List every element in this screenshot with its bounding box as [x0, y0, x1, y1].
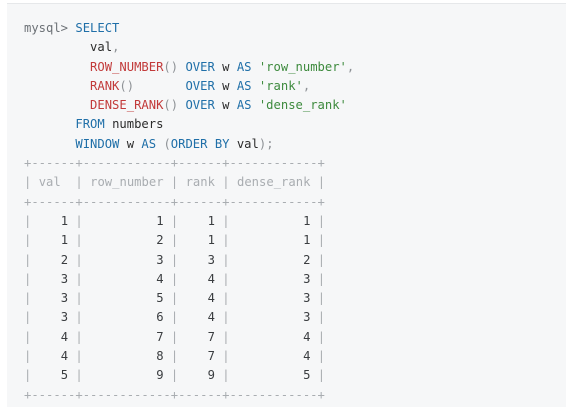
table-border: +------+------------+------+------------… — [24, 194, 325, 209]
code-token-plain — [24, 79, 90, 93]
table-row-text: | 4 | 7 | 7 | 4 | — [24, 329, 326, 344]
code-token-str: 'row_number' — [258, 59, 347, 74]
result-separator-top: +------+------------+------+------------… — [24, 154, 354, 173]
code-token-plain — [24, 137, 75, 151]
table-row-text: | 3 | 5 | 4 | 3 | — [24, 291, 326, 306]
code-token-plain — [24, 60, 90, 74]
code-token-plain — [252, 98, 259, 112]
code-token-plain: val — [24, 40, 113, 55]
table-row: | 1 | 2 | 1 | 1 | — [24, 231, 354, 250]
code-token-kw: FROM — [75, 117, 105, 132]
query-line: mysql> SELECT — [24, 19, 354, 38]
query-line: DENSE_RANK() OVER w AS 'dense_rank' — [24, 96, 354, 115]
query-line: val, — [24, 38, 354, 57]
code-token-plain — [24, 117, 75, 131]
code-token-kw: ORDER BY — [170, 136, 230, 151]
query-line: FROM numbers — [24, 115, 354, 134]
result-separator-bottom: +------+------------+------+------------… — [24, 386, 354, 405]
table-row: | 4 | 8 | 7 | 4 | — [24, 347, 354, 366]
code-token-kw: AS — [236, 78, 252, 93]
table-row: | 3 | 5 | 4 | 3 | — [24, 289, 354, 308]
code-token-plain — [252, 79, 259, 93]
code-token-kw: AS — [141, 136, 157, 151]
query-line: RANK() OVER w AS 'rank', — [24, 77, 354, 96]
code-token-punc: , — [346, 59, 355, 74]
table-row: | 1 | 1 | 1 | 1 | — [24, 212, 354, 231]
query-line: ROW_NUMBER() OVER w AS 'row_number', — [24, 58, 354, 77]
table-row-text: | 1 | 2 | 1 | 1 | — [24, 233, 326, 248]
code-token-kw: OVER — [185, 78, 215, 93]
table-row: | 5 | 9 | 9 | 5 | — [24, 366, 354, 385]
code-token-kw: WINDOW — [75, 136, 120, 151]
code-token-punc: () — [163, 59, 186, 74]
code-token-plain: numbers — [104, 117, 164, 132]
code-token-kw: SELECT — [75, 21, 120, 35]
query-line: WINDOW w AS (ORDER BY val); — [24, 135, 354, 154]
code-token-punc: ); — [258, 136, 274, 151]
result-header: | val | row_number | rank | dense_rank | — [24, 173, 354, 192]
code-token-plain: w — [214, 78, 237, 93]
code-token-plain: w — [214, 59, 237, 74]
code-token-str: 'rank' — [258, 78, 303, 93]
code-token-fn: DENSE_RANK — [90, 98, 164, 113]
code-token-plain: w — [119, 136, 142, 151]
code-token-kw: OVER — [185, 59, 215, 74]
table-row-text: | 3 | 4 | 4 | 3 | — [24, 271, 326, 286]
table-row: | 3 | 6 | 4 | 3 | — [24, 308, 354, 327]
table-border: +------+------------+------+------------… — [24, 387, 325, 402]
code-token-punc: , — [302, 78, 311, 93]
code-token-kw: AS — [236, 59, 252, 74]
table-row-text: | 3 | 6 | 4 | 3 | — [24, 310, 326, 325]
code-token-kw: AS — [236, 98, 252, 113]
code-token-fn: ROW_NUMBER — [90, 59, 164, 74]
code-content: mysql> SELECT val, ROW_NUMBER() OVER w A… — [24, 19, 354, 405]
code-token-plain — [24, 98, 90, 112]
code-token-plain — [252, 60, 259, 74]
code-token-punc: , — [112, 40, 120, 55]
code-token-kw: OVER — [185, 98, 215, 113]
code-block: mysql> SELECT val, ROW_NUMBER() OVER w A… — [7, 3, 566, 407]
table-row: | 2 | 3 | 3 | 2 | — [24, 251, 354, 270]
code-token-prompt: mysql> — [24, 21, 76, 35]
code-token-fn: RANK — [90, 78, 120, 93]
code-token-punc: () — [163, 98, 186, 113]
code-token-plain: val — [229, 136, 259, 151]
table-row-text: | 5 | 9 | 9 | 5 | — [24, 368, 326, 383]
table-border: +------+------------+------+------------… — [24, 156, 325, 171]
table-row: | 3 | 4 | 4 | 3 | — [24, 270, 354, 289]
table-header-row: | val | row_number | rank | dense_rank | — [24, 175, 326, 190]
table-row: | 4 | 7 | 7 | 4 | — [24, 328, 354, 347]
result-separator-mid: +------+------------+------+------------… — [24, 193, 354, 212]
table-row-text: | 4 | 8 | 7 | 4 | — [24, 349, 326, 364]
code-token-str: 'dense_rank' — [258, 98, 347, 113]
table-row-text: | 2 | 3 | 3 | 2 | — [24, 252, 326, 267]
code-token-punc: ( — [156, 136, 171, 151]
code-token-punc: () — [119, 78, 186, 93]
code-token-plain: w — [214, 98, 237, 113]
table-row-text: | 1 | 1 | 1 | 1 | — [24, 213, 326, 228]
